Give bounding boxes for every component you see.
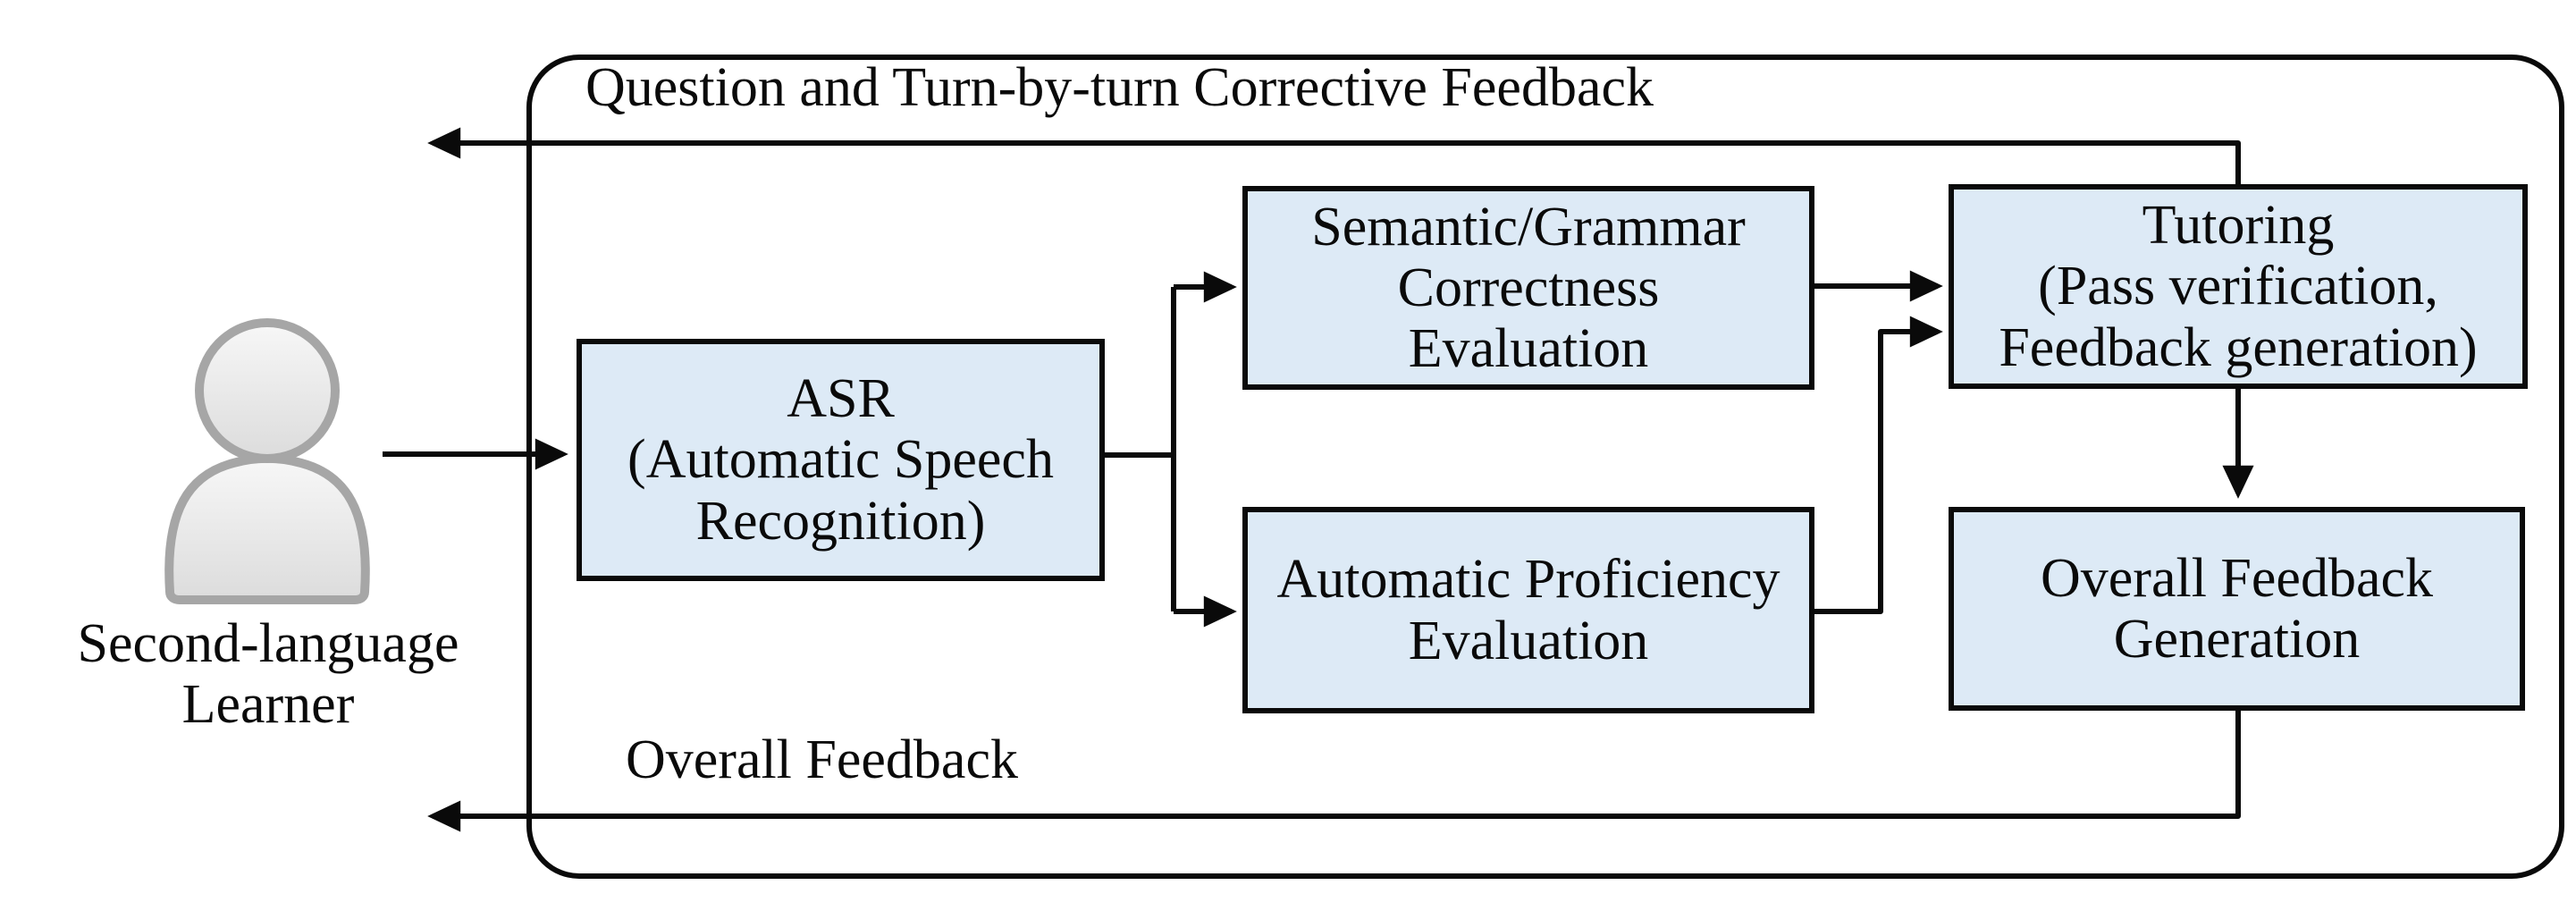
bottom-feedback-label: Overall Feedback <box>626 729 1018 790</box>
corrective-feedback-arrow <box>427 127 2241 184</box>
learner-label-line: Second-language <box>77 613 459 674</box>
asr-branch-connector <box>1105 287 1176 611</box>
learner-label-line: Learner <box>181 674 355 736</box>
box-text-line: Semantic/Grammar <box>1311 196 1746 257</box>
box-text-line: Overall Feedback <box>2041 547 2433 609</box>
learner-label: Second-language Learner <box>0 613 536 735</box>
box-text-line: Tutoring <box>2142 195 2335 257</box>
asr-box: ASR (Automatic Speech Recognition) <box>577 339 1105 581</box>
semantic-grammar-evaluation-box: Semantic/Grammar Correctness Evaluation <box>1242 186 1814 390</box>
box-text-line: Generation <box>2113 609 2361 670</box>
tutoring-box: Tutoring (Pass verification, Feedback ge… <box>1949 184 2528 389</box>
proficiency-to-tutoring-arrow <box>1814 316 1943 614</box>
box-text-line: (Pass verification, <box>2038 256 2438 317</box>
system-boundary-frame <box>526 55 2564 879</box>
person-body-shape <box>164 453 370 604</box>
overall-feedback-arrow <box>427 711 2241 832</box>
automatic-proficiency-evaluation-box: Automatic Proficiency Evaluation <box>1242 507 1814 713</box>
overall-feedback-generation-box: Overall Feedback Generation <box>1949 507 2525 711</box>
box-text-line: ASR <box>787 368 895 430</box>
box-text-line: Correctness <box>1397 257 1660 318</box>
box-text-line: Evaluation <box>1408 318 1649 380</box>
person-head-shape <box>195 318 340 463</box>
box-text-line: Automatic Proficiency <box>1276 549 1780 611</box>
top-feedback-label: Question and Turn-by-turn Corrective Fee… <box>585 57 1654 118</box>
box-text-line: Evaluation <box>1408 610 1649 671</box>
box-text-line: (Automatic Speech <box>627 429 1054 491</box>
box-text-line: Recognition) <box>695 490 986 552</box>
box-text-line: Feedback generation) <box>1999 316 2478 378</box>
second-language-learner-icon <box>164 318 370 604</box>
